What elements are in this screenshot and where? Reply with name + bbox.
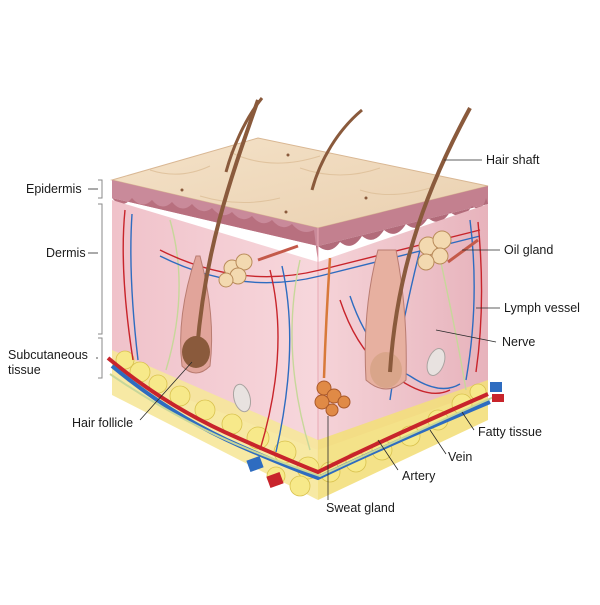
layer-brackets	[98, 179, 103, 379]
label-dermis: Dermis	[46, 246, 86, 260]
label-hair-follicle: Hair follicle	[72, 416, 133, 430]
label-subcutaneous-line1: Subcutaneous	[8, 348, 88, 362]
label-fatty-tissue: Fatty tissue	[478, 425, 542, 439]
label-hair-shaft: Hair shaft	[486, 153, 540, 167]
skin-block-illustration	[106, 97, 504, 500]
label-lymph-vessel: Lymph vessel	[504, 301, 580, 315]
label-vein: Vein	[448, 450, 472, 464]
labels: Epidermis Dermis Subcutaneous tissue Hai…	[8, 153, 580, 515]
label-epidermis: Epidermis	[26, 182, 82, 196]
label-oil-gland: Oil gland	[504, 243, 553, 257]
label-nerve: Nerve	[502, 335, 535, 349]
label-sweat-gland: Sweat gland	[326, 501, 395, 515]
label-subcutaneous-line2: tissue	[8, 363, 41, 377]
label-artery: Artery	[402, 469, 436, 483]
leader-lines	[88, 159, 500, 500]
